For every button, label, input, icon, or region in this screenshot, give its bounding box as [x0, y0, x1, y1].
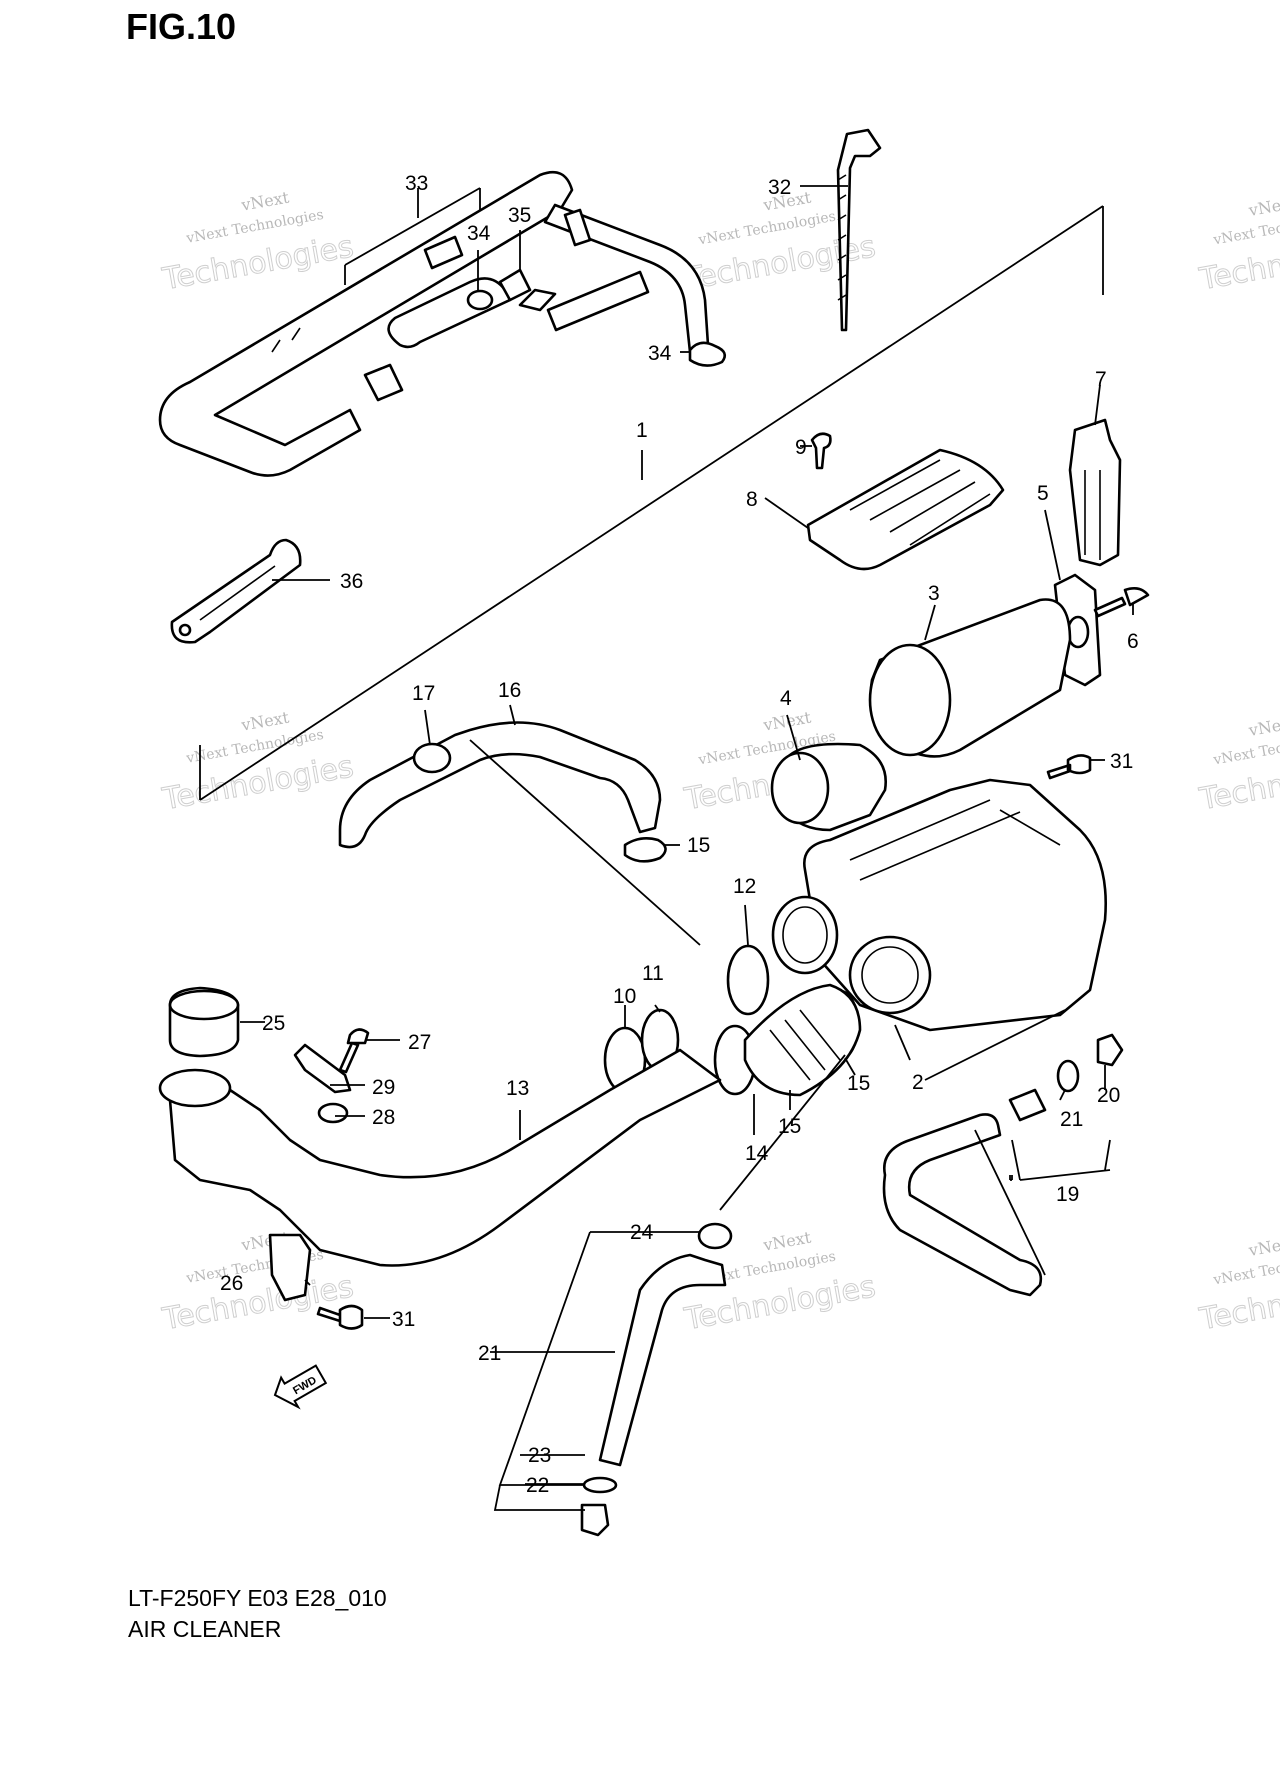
part-17-clamp — [623, 837, 667, 863]
callout-30: 29 — [372, 1076, 395, 1099]
callout-11: 11 — [642, 962, 664, 985]
part-26-ring — [168, 986, 240, 1058]
callout-36: 36 — [340, 570, 363, 593]
callout-6: 6 — [1127, 630, 1139, 653]
callout-1: 1 — [636, 419, 648, 442]
callout-34-upper: 34 — [467, 222, 491, 245]
callout-27: 26 — [220, 1272, 243, 1295]
callout-7: 7 — [1095, 368, 1107, 391]
part-36-bracket — [170, 538, 302, 644]
callout-17: 15 — [687, 834, 710, 857]
part-24-clip — [582, 1476, 618, 1494]
leader-lines — [240, 185, 1134, 1511]
callout-21: 21 — [1060, 1108, 1083, 1131]
assembly-bracket-1 — [199, 205, 1104, 801]
part-19-drain-hose — [882, 1088, 1047, 1297]
callout-35: 35 — [508, 204, 531, 227]
part-30-bracket — [293, 1043, 352, 1094]
callout-2: 2 — [912, 1071, 924, 1094]
callout-19: 19 — [1056, 1183, 1079, 1206]
part-7-holder — [1068, 418, 1122, 567]
part-6-bolt — [1093, 587, 1150, 618]
part-34-clip-upper — [466, 289, 494, 311]
callout-31-lower: 31 — [392, 1308, 415, 1331]
part-31-bolt-upper — [1046, 754, 1092, 780]
watermark-line1: vNext — [1246, 1233, 1280, 1260]
watermark-line1: vNext — [239, 708, 291, 735]
callout-8: 8 — [746, 488, 758, 511]
callout-15-right: 15 — [847, 1072, 870, 1095]
callout-4: 4 — [780, 687, 792, 710]
part-12-clamp — [726, 944, 770, 1016]
callout-15-left: 14 — [745, 1142, 769, 1165]
part-16-hose — [338, 721, 662, 849]
callout-25: 24 — [630, 1221, 654, 1244]
callout-26: 25 — [262, 1012, 285, 1035]
watermark-line1: vNext — [239, 188, 291, 215]
watermark-top-left: vNext vNext Technologies Technologies — [159, 188, 357, 298]
model-code: LT-F250FY E03 E28_010 — [128, 1585, 387, 1611]
callout-14: 15 — [778, 1115, 801, 1138]
callout-22: 21 — [478, 1342, 501, 1365]
watermark-line1: vNext — [1246, 713, 1280, 740]
part-29-washer — [317, 1102, 349, 1124]
part-2-air-cleaner-case — [771, 778, 1107, 1032]
callout-32: 32 — [768, 176, 791, 199]
callout-28: 27 — [408, 1031, 431, 1054]
part-8-cover — [806, 448, 1005, 571]
callout-12: 12 — [733, 875, 756, 898]
part-14-boot — [743, 983, 862, 1097]
callout-24: 23 — [528, 1444, 551, 1467]
callout-10: 10 — [613, 985, 636, 1008]
watermark-mid-right: vNext vNext Technologies Technologies — [1196, 713, 1280, 818]
part-34-clip-lower — [688, 341, 727, 367]
callouts: 33 34 35 34 32 1 9 8 7 5 6 3 4 31 36 17 … — [220, 172, 1139, 1497]
part-22-hose — [598, 1253, 727, 1467]
watermark-mid-left: vNext vNext Technologies Technologies — [159, 708, 357, 818]
callout-34-lower: 34 — [648, 342, 672, 365]
watermark-line1: vNext — [761, 1228, 813, 1255]
watermark-low-right: vNext vNext Technologies Technologies — [1196, 1233, 1280, 1338]
part-33-breather-hose — [158, 170, 710, 477]
callout-23: 22 — [526, 1474, 549, 1497]
part-13-duct — [158, 1048, 722, 1267]
part-23-cap — [580, 1503, 610, 1537]
callout-13: 13 — [506, 1077, 529, 1100]
part-20-plug — [1096, 1033, 1124, 1067]
section-name: AIR CLEANER — [128, 1616, 282, 1642]
watermark-line1: vNext — [761, 708, 813, 735]
callout-33: 33 — [405, 172, 428, 195]
part-21-clip — [1056, 1059, 1080, 1093]
watermark-top-right: vNext vNext Technologies Technologies — [1196, 193, 1280, 298]
part-31-bolt-lower — [316, 1304, 364, 1330]
part-28-bolt — [338, 1028, 370, 1074]
callout-31-upper: 31 — [1110, 750, 1133, 773]
callout-20: 20 — [1097, 1084, 1120, 1107]
part-4-filter-element — [770, 742, 888, 832]
callout-16: 16 — [498, 679, 521, 702]
callout-29: 28 — [372, 1106, 395, 1129]
fwd-arrow-icon: FWD — [273, 1364, 328, 1410]
watermark-line1: vNext — [1246, 193, 1280, 220]
part-32-cable-tie — [836, 128, 882, 332]
part-3-element-cover — [868, 598, 1072, 758]
callout-9: 9 — [795, 436, 807, 459]
callout-18: 17 — [412, 682, 435, 705]
part-25-clamp — [697, 1222, 733, 1250]
part-9-screw — [810, 432, 832, 470]
figure-title: FIG.10 — [126, 6, 237, 47]
part-27-bracket — [268, 1233, 312, 1302]
part-18-clamp — [412, 742, 452, 774]
part-35-joint — [498, 268, 532, 302]
callout-3: 3 — [928, 582, 940, 605]
callout-5: 5 — [1037, 482, 1049, 505]
